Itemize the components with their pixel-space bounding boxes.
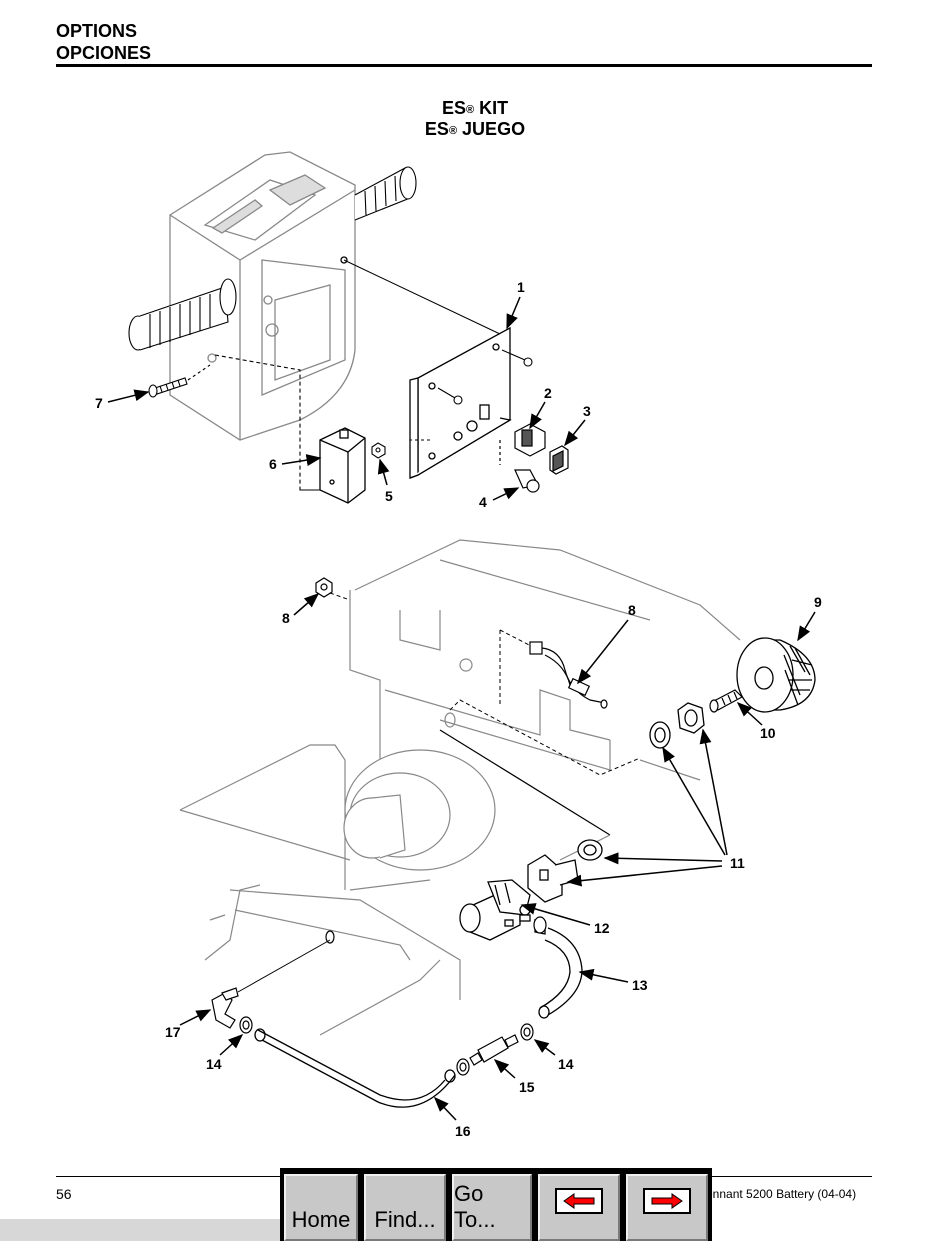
left-arrow-icon — [555, 1187, 603, 1214]
left-arrow-glyph — [563, 1192, 595, 1209]
callout-17: 17 — [165, 1024, 181, 1040]
manual-title: Tennant 5200 Battery (04-04) — [700, 1187, 857, 1201]
harness-routing — [329, 592, 641, 776]
rocker-switch — [514, 423, 546, 457]
callout-10: 10 — [760, 725, 776, 741]
check-valve — [469, 1034, 519, 1066]
callout-12: 12 — [594, 920, 610, 936]
find-button[interactable]: Find... — [364, 1174, 446, 1241]
header-title-en: OPTIONS — [56, 21, 138, 41]
page-header: OPTIONS OPCIONES — [56, 20, 872, 64]
filter-fitting — [709, 689, 743, 713]
switch-cover — [549, 445, 569, 475]
callout-leaders — [107, 296, 816, 1121]
pump-assembly — [459, 879, 531, 941]
kit-title-en-prefix: ES — [441, 98, 466, 118]
header-rule — [56, 64, 872, 67]
mounting-screw — [148, 354, 330, 491]
navigation-bar: Home Find... Go To... — [280, 1168, 712, 1241]
bulkhead-fitting — [527, 839, 603, 903]
kit-title-es-prefix: ES — [424, 119, 449, 139]
callout-15: 15 — [519, 1079, 535, 1095]
kit-title-es: ES® JUEGO — [0, 119, 950, 140]
callout-9: 9 — [814, 594, 822, 610]
previous-page-button[interactable] — [538, 1174, 620, 1241]
status-strip — [0, 1219, 343, 1241]
callout-2: 2 — [544, 385, 552, 401]
harness-nut — [315, 577, 333, 598]
indicator-light — [499, 440, 540, 493]
hose-clamps — [239, 916, 547, 1076]
kit-title-en-suffix: KIT — [474, 98, 509, 118]
machine-frame — [179, 539, 741, 1036]
left-handle-grip — [128, 278, 237, 351]
callout-11: 11 — [730, 855, 745, 871]
hex-nut — [371, 442, 386, 459]
bulkhead-washer — [649, 721, 671, 749]
callout-labels: 1 2 3 4 5 6 7 8 8 9 10 11 12 13 14 14 15… — [95, 279, 822, 1139]
callout-8a: 8 — [282, 610, 290, 626]
home-button[interactable]: Home — [284, 1174, 358, 1241]
page-number: 56 — [56, 1186, 72, 1202]
panel-screws — [410, 349, 533, 441]
header-title-es: OPCIONES — [56, 43, 152, 63]
right-arrow-glyph — [651, 1192, 683, 1209]
motor-housing — [343, 749, 496, 871]
callout-5: 5 — [385, 488, 393, 504]
pump-outlet-hose — [534, 919, 583, 1019]
elbow-fitting — [211, 939, 331, 1029]
callout-7: 7 — [95, 395, 103, 411]
callout-1: 1 — [517, 279, 525, 295]
registered-mark: ® — [448, 125, 458, 137]
callout-14b: 14 — [558, 1056, 574, 1072]
callout-3: 3 — [583, 403, 591, 419]
callout-8b: 8 — [628, 602, 636, 618]
right-arrow-icon — [643, 1187, 691, 1214]
wire-harness — [529, 641, 608, 709]
next-page-button[interactable] — [626, 1174, 708, 1241]
callout-14a: 14 — [206, 1056, 222, 1072]
right-handle-grip — [354, 166, 417, 221]
callout-13: 13 — [632, 977, 648, 993]
relay-module — [319, 427, 366, 504]
kit-title-en: ES® KIT — [0, 98, 950, 119]
control-panel-plate — [409, 326, 512, 479]
callout-6: 6 — [269, 456, 277, 472]
filter-canister — [736, 637, 816, 713]
bulkhead-nut — [677, 702, 705, 734]
goto-button[interactable]: Go To... — [452, 1174, 532, 1241]
registered-mark: ® — [465, 104, 475, 116]
callout-16: 16 — [455, 1123, 471, 1139]
kit-title-es-suffix: JUEGO — [457, 119, 526, 139]
callout-4: 4 — [479, 494, 487, 510]
pump-inlet-hose — [254, 1028, 456, 1108]
